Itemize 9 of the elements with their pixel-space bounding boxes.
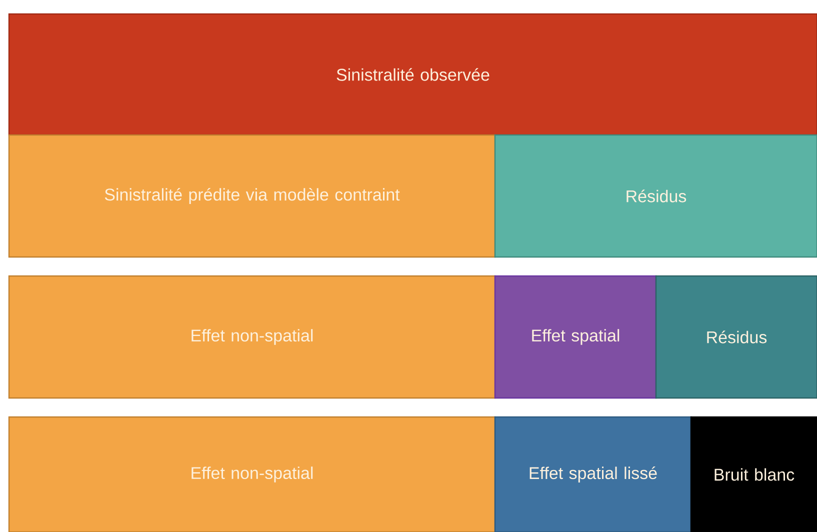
bar-segment: Effet spatial lissé — [494, 416, 692, 532]
bar-segment: Bruit blanc — [690, 416, 817, 532]
bar-segment: Effet non-spatial — [8, 416, 496, 532]
bar-segment: Résidus — [494, 134, 817, 258]
bar-segment: Effet non-spatial — [8, 275, 496, 399]
bar-segment: Résidus — [655, 275, 817, 399]
bar-segment: Sinistralité prédite via modèle contraint — [8, 134, 496, 258]
bar-segment: Effet spatial — [494, 275, 657, 399]
bar-segment: Sinistralité observée — [8, 13, 817, 136]
